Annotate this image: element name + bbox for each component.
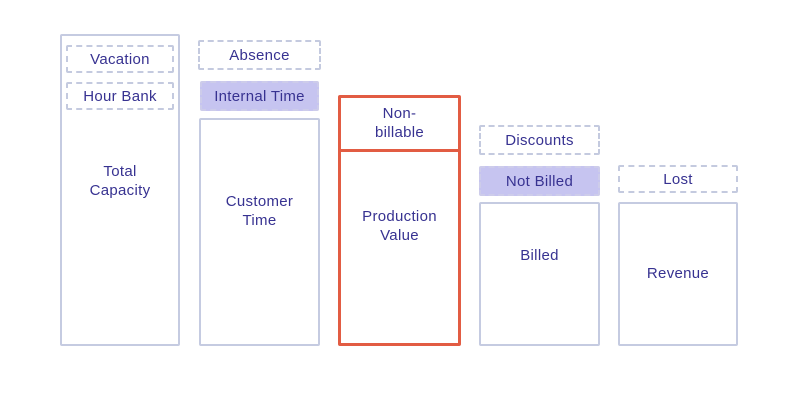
production-value-label: Production Value xyxy=(362,208,437,244)
billed-label: Billed xyxy=(520,247,559,264)
internal-time-label: Internal Time xyxy=(214,87,305,105)
internal-time-tag: Internal Time xyxy=(200,81,319,111)
absence-tag: Absence xyxy=(198,40,321,70)
revenue-box xyxy=(618,202,738,346)
discounts-tag: Discounts xyxy=(479,125,600,155)
vacation-label: Vacation xyxy=(90,50,150,68)
production-value-box xyxy=(338,95,461,346)
discounts-label: Discounts xyxy=(505,131,574,149)
lost-tag: Lost xyxy=(618,165,738,193)
customer-time-box xyxy=(199,118,320,346)
hour-bank-tag: Hour Bank xyxy=(66,82,174,110)
production-value-divider xyxy=(338,149,461,152)
absence-label: Absence xyxy=(229,46,290,64)
non-billable-label: Non-billable xyxy=(374,105,425,141)
not-billed-tag: Not Billed xyxy=(479,166,600,196)
revenue-label: Revenue xyxy=(646,265,710,282)
lost-label: Lost xyxy=(663,170,693,188)
vacation-tag: Vacation xyxy=(66,45,174,73)
hour-bank-label: Hour Bank xyxy=(83,87,157,105)
billed-box xyxy=(479,202,600,346)
customer-time-label: Customer Time xyxy=(225,193,294,229)
not-billed-label: Not Billed xyxy=(505,172,574,190)
total-capacity-label: Total Capacity xyxy=(89,163,151,199)
